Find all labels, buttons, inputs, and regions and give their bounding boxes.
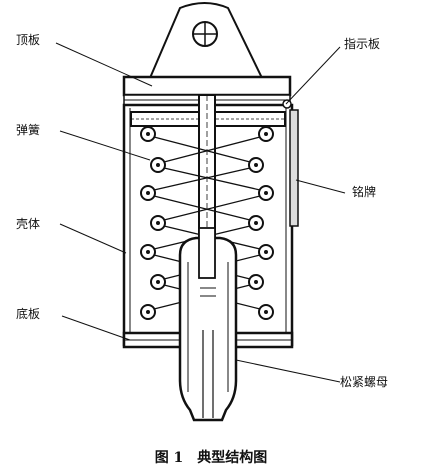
spring-coil-link [163, 136, 261, 163]
spring-coil-link [153, 195, 251, 221]
spring-coil-center [146, 310, 150, 314]
spring-coil-link [163, 167, 261, 191]
spring-coil-center [254, 280, 258, 284]
spring [140, 126, 274, 320]
label-bottom-plate: 底板 [16, 306, 40, 321]
spring-coil-link [153, 136, 251, 163]
spring-coil-center [264, 191, 268, 195]
spring-coil-center [146, 250, 150, 254]
nameplate [289, 109, 299, 227]
spring-coil-center [156, 221, 160, 225]
spring-coil-center [254, 221, 258, 225]
spring-coil-center [264, 250, 268, 254]
lifting-lug [148, 2, 264, 79]
label-indicator-plate: 指示板 [344, 36, 380, 51]
spring-coil-center [264, 132, 268, 136]
label-shell: 壳体 [16, 217, 40, 231]
spring-coil-link [163, 195, 261, 221]
label-turnbuckle: 松紧螺母 [340, 375, 388, 389]
figure-caption: 图 1 典型结构图 [155, 449, 268, 466]
spring-coil-center [156, 163, 160, 167]
leader-lines [55, 42, 346, 383]
spring-coil-link [153, 167, 251, 191]
label-top-plate: 顶板 [16, 33, 40, 47]
label-nameplate: 铭牌 [352, 184, 376, 199]
spring-coil-center [254, 163, 258, 167]
label-spring: 弹簧 [16, 122, 40, 137]
spring-coil-center [146, 132, 150, 136]
spring-coil-center [156, 280, 160, 284]
spring-coil-center [264, 310, 268, 314]
spring-coil-center [146, 191, 150, 195]
turnbuckle-nut [178, 227, 238, 422]
